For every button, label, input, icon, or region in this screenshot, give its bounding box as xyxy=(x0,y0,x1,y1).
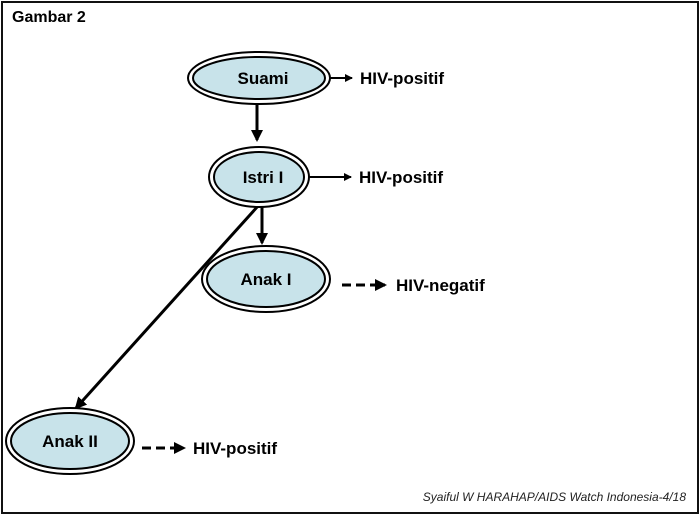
status-istri-1: HIV-positif xyxy=(359,168,443,187)
node-label-istri-1: Istri I xyxy=(243,168,284,187)
status-anak-1: HIV-negatif xyxy=(396,276,485,295)
node-istri-1: Istri I xyxy=(208,146,310,208)
status-anak-2: HIV-positif xyxy=(193,439,277,458)
credit-caption: Syaiful W HARAHAP/AIDS Watch Indonesia-4… xyxy=(422,490,686,504)
node-label-anak-2: Anak II xyxy=(42,432,98,451)
node-label-anak-1: Anak I xyxy=(240,270,291,289)
edge-istri-anak2 xyxy=(74,204,260,410)
node-suami: Suami xyxy=(187,51,331,105)
node-anak-1: Anak I xyxy=(201,245,331,313)
node-label-suami: Suami xyxy=(237,69,288,88)
figure-label: Gambar 2 xyxy=(12,9,86,26)
node-anak-2: Anak II xyxy=(5,407,135,475)
status-suami: HIV-positif xyxy=(360,69,444,88)
